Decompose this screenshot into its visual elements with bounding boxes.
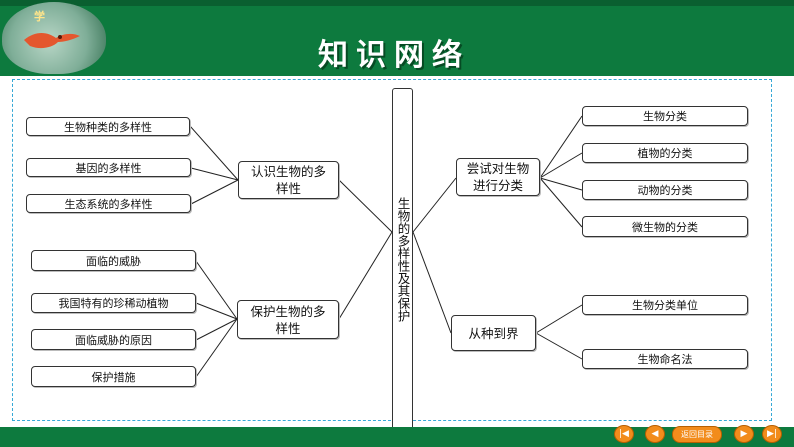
leaf-node: 我国特有的珍稀动植物 <box>31 293 196 313</box>
leaf-node: 保护措施 <box>31 366 196 387</box>
leaf-node: 微生物的分类 <box>582 216 748 237</box>
leaf-node: 生物命名法 <box>582 349 748 369</box>
last-page-button[interactable]: ▶| <box>762 425 782 443</box>
return-menu-button[interactable]: 返回目录 <box>672 426 722 443</box>
connector <box>536 305 582 333</box>
prev-page-button[interactable]: ◀ <box>645 425 665 443</box>
first-page-button[interactable]: |◀ <box>614 425 634 443</box>
connector <box>339 180 392 232</box>
leaf-node: 生物分类单位 <box>582 295 748 315</box>
connector <box>196 319 237 340</box>
branch-node: 从种到界 <box>451 315 536 351</box>
branch-node: 尝试对生物进行分类 <box>456 158 540 196</box>
center-node: 生物的多样性及其保护 <box>392 88 413 430</box>
connector <box>191 180 238 204</box>
next-page-button[interactable]: ▶ <box>734 425 754 443</box>
connector <box>540 178 582 190</box>
connector <box>196 319 237 377</box>
leaf-node: 生物分类 <box>582 106 748 126</box>
leaf-node: 面临的威胁 <box>31 250 196 271</box>
connector <box>540 153 582 178</box>
prev-page-icon: ◀ <box>652 429 659 439</box>
leaf-node: 面临威胁的原因 <box>31 329 196 350</box>
first-page-icon: |◀ <box>619 429 629 439</box>
connector <box>339 232 392 319</box>
connector <box>540 116 582 178</box>
leaf-node: 动物的分类 <box>582 180 748 200</box>
leaf-node: 基因的多样性 <box>26 158 191 177</box>
branch-node: 认识生物的多样性 <box>238 161 339 199</box>
connector <box>196 261 237 319</box>
connector <box>536 333 582 359</box>
connector <box>413 232 451 333</box>
connector <box>191 168 238 180</box>
connector <box>190 126 238 180</box>
leaf-node: 植物的分类 <box>582 143 748 163</box>
last-page-icon: ▶| <box>767 429 777 439</box>
leaf-node: 生态系统的多样性 <box>26 194 191 213</box>
next-page-icon: ▶ <box>741 429 748 439</box>
connector <box>540 178 582 227</box>
leaf-node: 生物种类的多样性 <box>26 117 190 136</box>
branch-node: 保护生物的多样性 <box>237 300 339 339</box>
connector <box>413 178 456 232</box>
